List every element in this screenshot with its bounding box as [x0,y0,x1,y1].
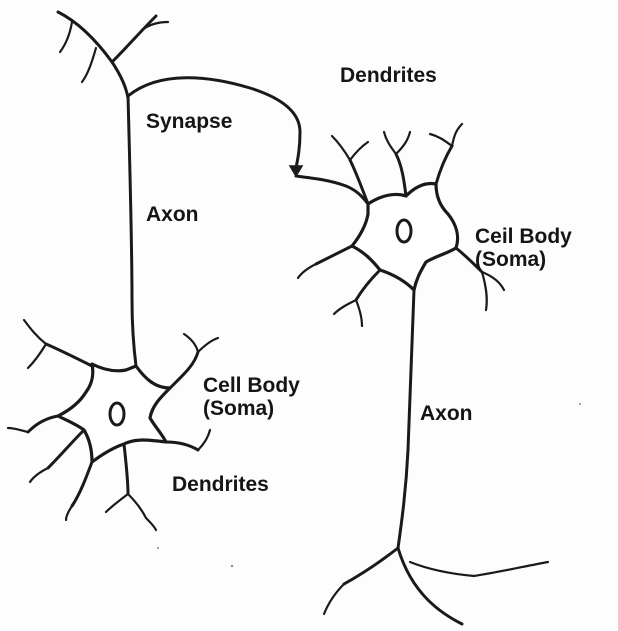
label-axon-right: Axon [420,402,473,425]
label-cell-body-left: Cell Body (Soma) [203,374,300,420]
left-soma [58,364,170,462]
label-synapse: Synapse [146,110,232,133]
label-dendrites-top: Dendrites [340,64,437,87]
left-axon-shaft [128,96,136,366]
right-axon-terminal-branches [324,548,548,624]
synaptic-terminal-knob [290,166,302,176]
label-axon-left: Axon [146,203,199,226]
label-dendrites-bottom: Dendrites [172,473,269,496]
right-nucleus [397,220,411,242]
label-cell-body-right: Ceil Body (Soma) [475,225,572,271]
left-nucleus [110,403,124,425]
left-axon-top-branches [58,12,168,98]
right-axon-shaft [398,290,414,548]
